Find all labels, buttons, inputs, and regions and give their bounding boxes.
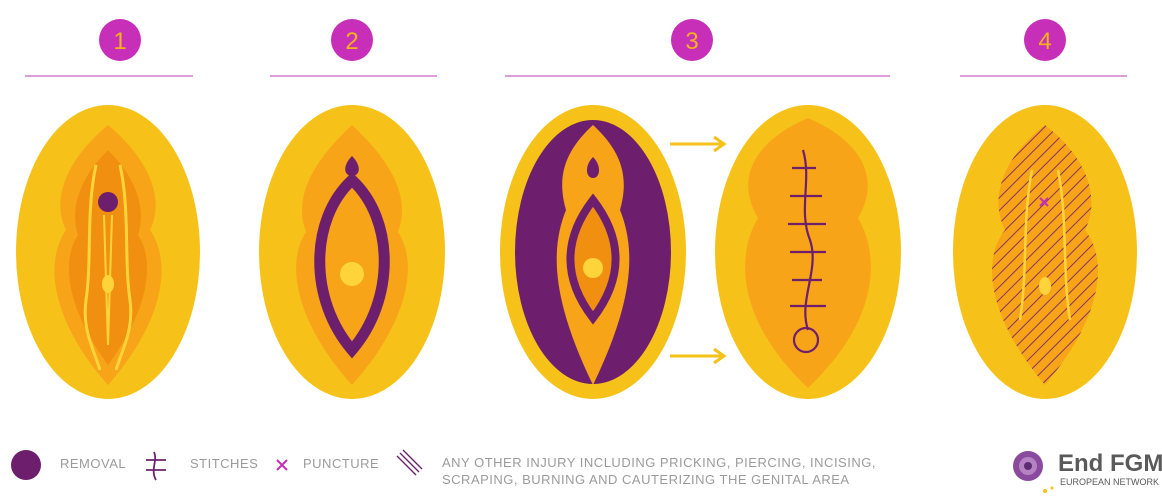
figure-type-4	[953, 105, 1137, 399]
removal-dot-icon	[11, 450, 41, 480]
badge-type-1: 1	[99, 19, 141, 61]
logo-subtitle: EUROPEAN NETWORK	[1060, 477, 1159, 487]
legend-other-label: ANY OTHER INJURY INCLUDING PRICKING, PIE…	[442, 454, 922, 488]
hatch-icon	[397, 450, 422, 475]
legend-puncture-label: PUNCTURE	[303, 456, 379, 471]
legend-stitches-label: STITCHES	[190, 456, 258, 471]
badge-number: 4	[1038, 28, 1051, 55]
badge-number: 3	[685, 28, 698, 55]
stitches-icon	[146, 452, 166, 480]
puncture-x-icon	[277, 460, 287, 470]
figure-type-2	[259, 105, 445, 399]
badge-type-3: 3	[671, 19, 713, 61]
legend-removal-label: REMOVAL	[60, 456, 126, 471]
figure-type-1	[16, 105, 200, 399]
removal-mark	[98, 192, 118, 212]
figure-type-3-after	[715, 105, 901, 399]
figure-type-3-before	[500, 105, 686, 399]
badge-type-4: 4	[1024, 19, 1066, 61]
badge-number: 1	[113, 28, 126, 55]
badge-type-2: 2	[331, 19, 373, 61]
badge-number: 2	[345, 28, 358, 55]
logo-name: End FGM	[1058, 450, 1162, 478]
logo-icon	[1013, 451, 1054, 493]
